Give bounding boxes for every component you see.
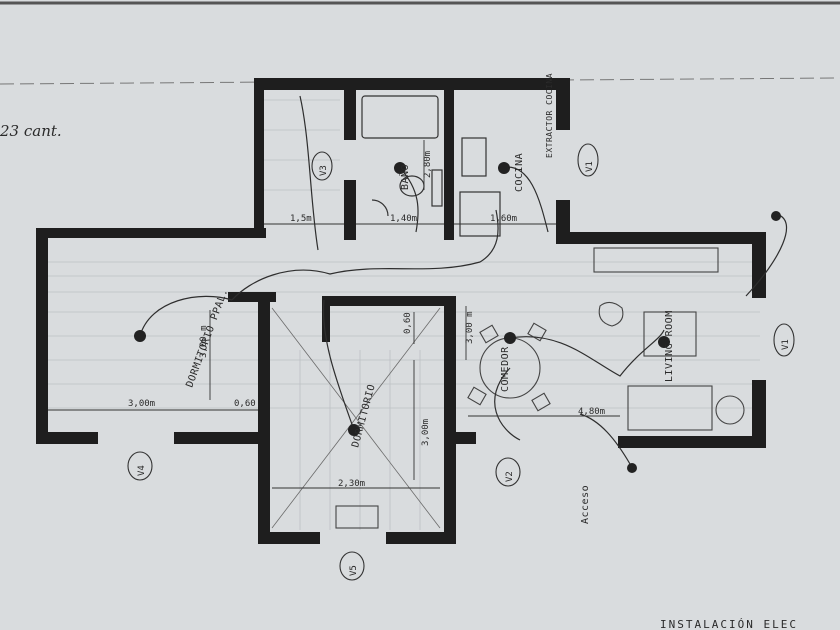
view-label-2: V2: [505, 471, 515, 482]
drawing-title: INSTALACIÓN ELEC: [660, 618, 798, 630]
view-label-3: V3: [319, 165, 329, 176]
light-cocina: [498, 162, 510, 174]
label-extractor-cocina: EXTRACTOR COCINA: [545, 73, 554, 158]
label-comedor: COMEDOR: [500, 346, 511, 392]
walls: [36, 78, 766, 544]
view-label-4: V4: [137, 465, 147, 476]
dim-8: 0,60: [403, 312, 413, 334]
label-bano: BAÑO: [398, 164, 411, 190]
dim-10: 3,00m: [421, 419, 431, 446]
furniture: [335, 247, 745, 529]
dim-1: 1,5m: [290, 214, 312, 224]
dim-2: 1,40m: [390, 214, 417, 224]
dim-7: 0,60: [234, 399, 256, 409]
light-acceso: [627, 463, 637, 473]
header-note: 23 cant.: [0, 122, 62, 140]
dim-5: 3,00 m: [199, 325, 209, 358]
label-cocina: COCINA: [514, 153, 525, 192]
light-dormitorio-ppal: [134, 330, 146, 342]
dim-3: 1,60m: [490, 214, 517, 224]
label-living-room: LIVING-ROOM: [664, 310, 675, 382]
room-diagonals: [271, 307, 441, 529]
background-grid: [48, 99, 760, 530]
dim-4: 2,80m: [423, 151, 433, 178]
light-fixtures: [134, 162, 781, 473]
light-comedor: [504, 332, 516, 344]
light-exterior: [771, 211, 781, 221]
dimension-lines: [48, 140, 620, 489]
view-label-6: V1: [781, 339, 791, 350]
view-label-1: V1: [585, 161, 595, 172]
light-bano: [394, 162, 406, 174]
dim-9: 3,00 m: [465, 311, 475, 344]
light-living: [658, 336, 670, 348]
dim-11: 2,30m: [338, 479, 365, 489]
dim-6: 3,00m: [128, 399, 155, 409]
view-label-5: V5: [349, 565, 359, 576]
bathroom-fixtures: [361, 95, 501, 237]
dim-12: 4,80m: [578, 407, 605, 417]
label-acceso: Acceso: [580, 485, 591, 524]
view-markers: [127, 143, 795, 581]
light-dormitorio: [348, 424, 360, 436]
